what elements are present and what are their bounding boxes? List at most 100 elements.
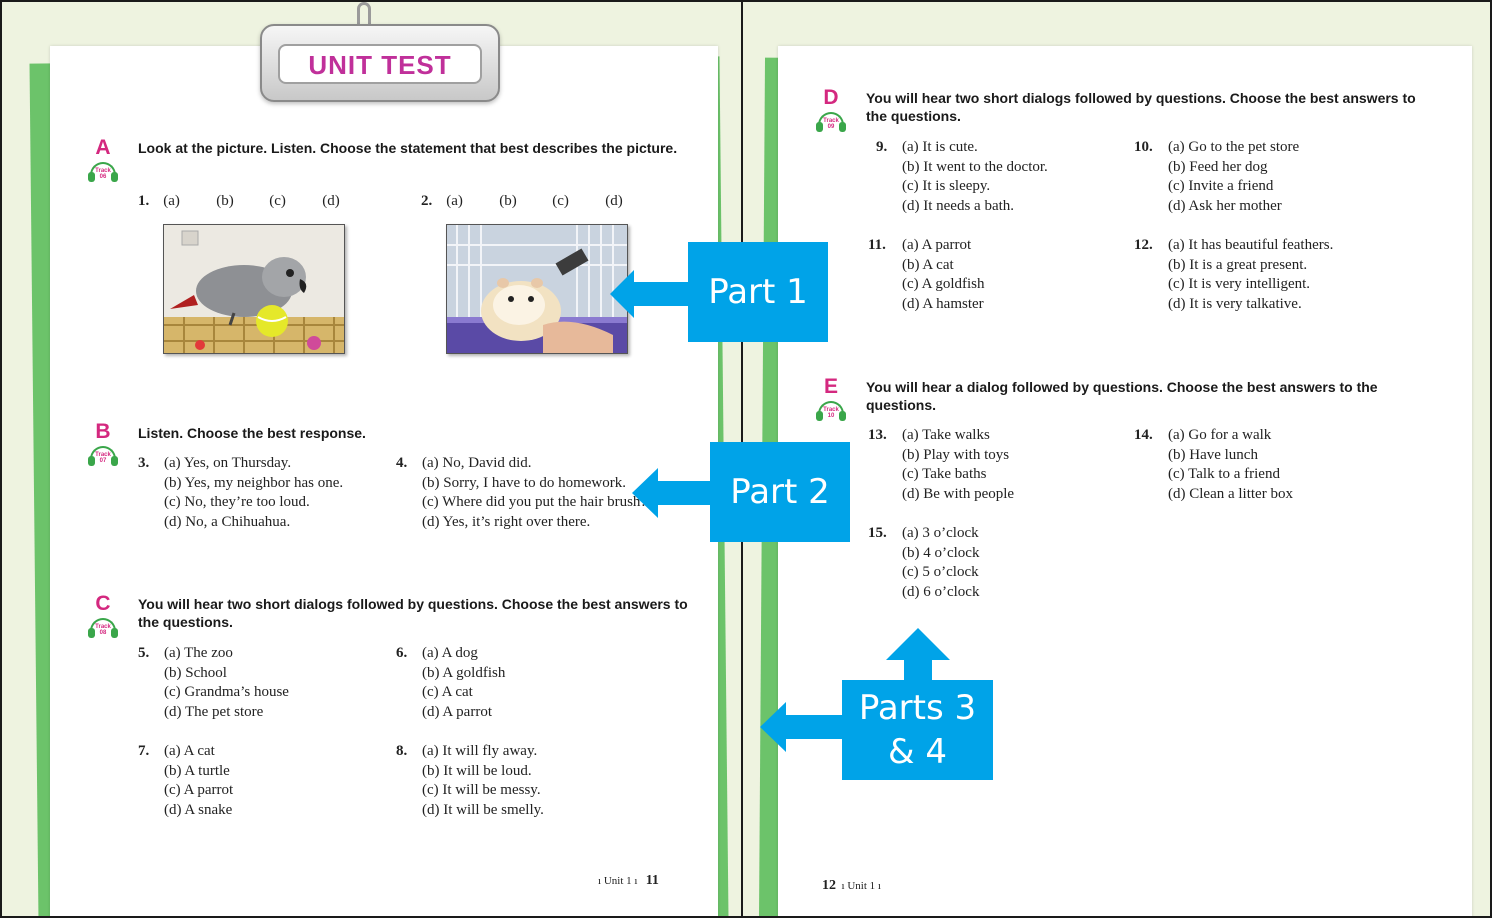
track-label: Track 07 bbox=[95, 452, 111, 464]
question-number: 1. bbox=[138, 193, 150, 209]
option[interactable]: (d) It needs a bath. bbox=[902, 197, 1015, 214]
option[interactable]: (c) A cat bbox=[422, 684, 473, 700]
arrow-left-icon bbox=[632, 468, 714, 518]
option[interactable]: (b) bbox=[216, 193, 234, 209]
option[interactable]: (b) It is a great present. bbox=[1168, 256, 1308, 273]
option[interactable]: (b) Play with toys bbox=[902, 446, 1010, 463]
option[interactable]: (c) It will be messy. bbox=[422, 782, 541, 798]
option[interactable]: (d) Clean a litter box bbox=[1168, 485, 1293, 502]
option[interactable]: (b) A turtle bbox=[164, 762, 230, 779]
option[interactable]: (c) A parrot bbox=[164, 782, 234, 798]
option[interactable]: (c) It is very intelligent. bbox=[1168, 276, 1311, 292]
option[interactable]: (d) A parrot bbox=[422, 703, 492, 720]
question-1: 1. (a) (b) (c) (d) bbox=[138, 193, 375, 210]
page-title: UNIT TEST bbox=[308, 50, 452, 80]
question-5: 5. (a) The zoo (b) School (c) Grandma’s … bbox=[138, 644, 388, 724]
question-number: 10. bbox=[1134, 139, 1153, 155]
option[interactable]: (c) Take baths bbox=[902, 466, 987, 482]
headphones-icon: Track 09 bbox=[816, 112, 846, 134]
option[interactable]: (d) It will be smelly. bbox=[422, 801, 544, 818]
track-label: Track 08 bbox=[95, 624, 111, 636]
left-page-footer: ı Unit 1 ı 11 bbox=[598, 873, 659, 888]
option[interactable]: (d) The pet store bbox=[164, 703, 264, 720]
section-letter-d: D bbox=[823, 86, 839, 109]
section-b-instruction: Listen. Choose the best response. bbox=[138, 425, 366, 441]
option[interactable]: (c) bbox=[269, 193, 286, 209]
option[interactable]: (a) A parrot bbox=[902, 237, 972, 253]
option[interactable]: (a) A dog bbox=[422, 645, 478, 661]
option[interactable]: (d) bbox=[605, 193, 623, 209]
option[interactable]: (c) Where did you put the hair brush? bbox=[422, 494, 648, 510]
option[interactable]: (a) A cat bbox=[164, 743, 215, 759]
footer-unit: Unit 1 bbox=[847, 880, 876, 892]
option[interactable]: (d) Be with people bbox=[902, 485, 1015, 502]
question-number: 2. bbox=[421, 193, 433, 209]
question-number: 7. bbox=[138, 743, 150, 759]
option[interactable]: (c) Grandma’s house bbox=[164, 684, 289, 700]
option[interactable]: (a) Yes, on Thursday. bbox=[164, 455, 292, 471]
option[interactable]: (b) School bbox=[164, 664, 227, 681]
page-number: 11 bbox=[645, 873, 659, 888]
question-number: 4. bbox=[396, 455, 408, 471]
option[interactable]: (b) 4 o’clock bbox=[902, 544, 980, 561]
option[interactable]: (b) bbox=[499, 193, 517, 209]
option[interactable]: (a) It will fly away. bbox=[422, 743, 538, 759]
option[interactable]: (a) bbox=[446, 193, 463, 209]
question-4: 4. (a) No, David did. (b) Sorry, I have … bbox=[396, 454, 696, 534]
option[interactable]: (d) A hamster bbox=[902, 295, 984, 312]
option[interactable]: (a) 3 o’clock bbox=[902, 525, 979, 541]
section-letter-a: A bbox=[95, 136, 111, 159]
option[interactable]: (c) 5 o’clock bbox=[902, 564, 979, 580]
option[interactable]: (c) Talk to a friend bbox=[1168, 466, 1280, 482]
option[interactable]: (a) Go to the pet store bbox=[1168, 139, 1300, 155]
option[interactable]: (b) Sorry, I have to do homework. bbox=[422, 474, 626, 491]
option[interactable]: (d) 6 o’clock bbox=[902, 583, 980, 600]
option[interactable]: (c) bbox=[552, 193, 569, 209]
option[interactable]: (d) Yes, it’s right over there. bbox=[422, 513, 591, 530]
question-number: 11. bbox=[868, 237, 886, 253]
option[interactable]: (d) Ask her mother bbox=[1168, 197, 1282, 214]
option[interactable]: (a) Go for a walk bbox=[1168, 427, 1272, 443]
option[interactable]: (b) A cat bbox=[902, 256, 954, 273]
question-number: 14. bbox=[1134, 427, 1153, 443]
question-13: 13. (a) Take walks (b) Play with toys (c… bbox=[868, 426, 1118, 506]
option[interactable]: (b) Have lunch bbox=[1168, 446, 1258, 463]
option[interactable]: (d) A snake bbox=[164, 801, 233, 818]
question-number: 12. bbox=[1134, 237, 1153, 253]
option[interactable]: (c) Invite a friend bbox=[1168, 178, 1274, 194]
track-label: Track 10 bbox=[823, 407, 839, 419]
option[interactable]: (b) Feed her dog bbox=[1168, 158, 1268, 175]
footer-unit: Unit 1 bbox=[603, 875, 632, 887]
option[interactable]: (a) It has beautiful feathers. bbox=[1168, 237, 1334, 253]
option[interactable]: (a) bbox=[163, 193, 180, 209]
option[interactable]: (a) Take walks bbox=[902, 427, 990, 443]
question-10: 10. (a) Go to the pet store (b) Feed her… bbox=[1134, 138, 1414, 218]
option[interactable]: (c) No, they’re too loud. bbox=[164, 494, 310, 510]
option[interactable]: (d) No, a Chihuahua. bbox=[164, 513, 291, 530]
option[interactable]: (c) It is sleepy. bbox=[902, 178, 991, 194]
arrow-left-icon bbox=[610, 270, 690, 318]
option[interactable]: (b) It will be loud. bbox=[422, 762, 532, 779]
option[interactable]: (d) It is very talkative. bbox=[1168, 295, 1302, 312]
parrot-photo bbox=[163, 224, 345, 354]
right-page-footer: 12 ı Unit 1 ı bbox=[822, 878, 881, 893]
parts-3-4-line2: & 4 bbox=[888, 732, 947, 772]
clipboard-clip: UNIT TEST bbox=[260, 24, 500, 102]
clip-ring bbox=[357, 2, 371, 32]
option[interactable]: (b) Yes, my neighbor has one. bbox=[164, 474, 344, 491]
option[interactable]: (d) bbox=[322, 193, 340, 209]
option[interactable]: (b) It went to the doctor. bbox=[902, 158, 1048, 175]
option[interactable]: (b) A goldfish bbox=[422, 664, 506, 681]
option[interactable]: (a) No, David did. bbox=[422, 455, 532, 471]
section-d-instruction: You will hear two short dialogs followed… bbox=[866, 90, 1416, 124]
arrow-left-icon bbox=[760, 702, 846, 752]
question-number: 3. bbox=[138, 455, 150, 471]
question-number: 13. bbox=[868, 427, 887, 443]
option[interactable]: (c) A goldfish bbox=[902, 276, 985, 292]
question-number: 15. bbox=[868, 525, 887, 541]
question-8: 8. (a) It will fly away. (b) It will be … bbox=[396, 742, 646, 822]
option[interactable]: (a) It is cute. bbox=[902, 139, 978, 155]
option[interactable]: (a) The zoo bbox=[164, 645, 233, 661]
question-6: 6. (a) A dog (b) A goldfish (c) A cat (d… bbox=[396, 644, 646, 724]
